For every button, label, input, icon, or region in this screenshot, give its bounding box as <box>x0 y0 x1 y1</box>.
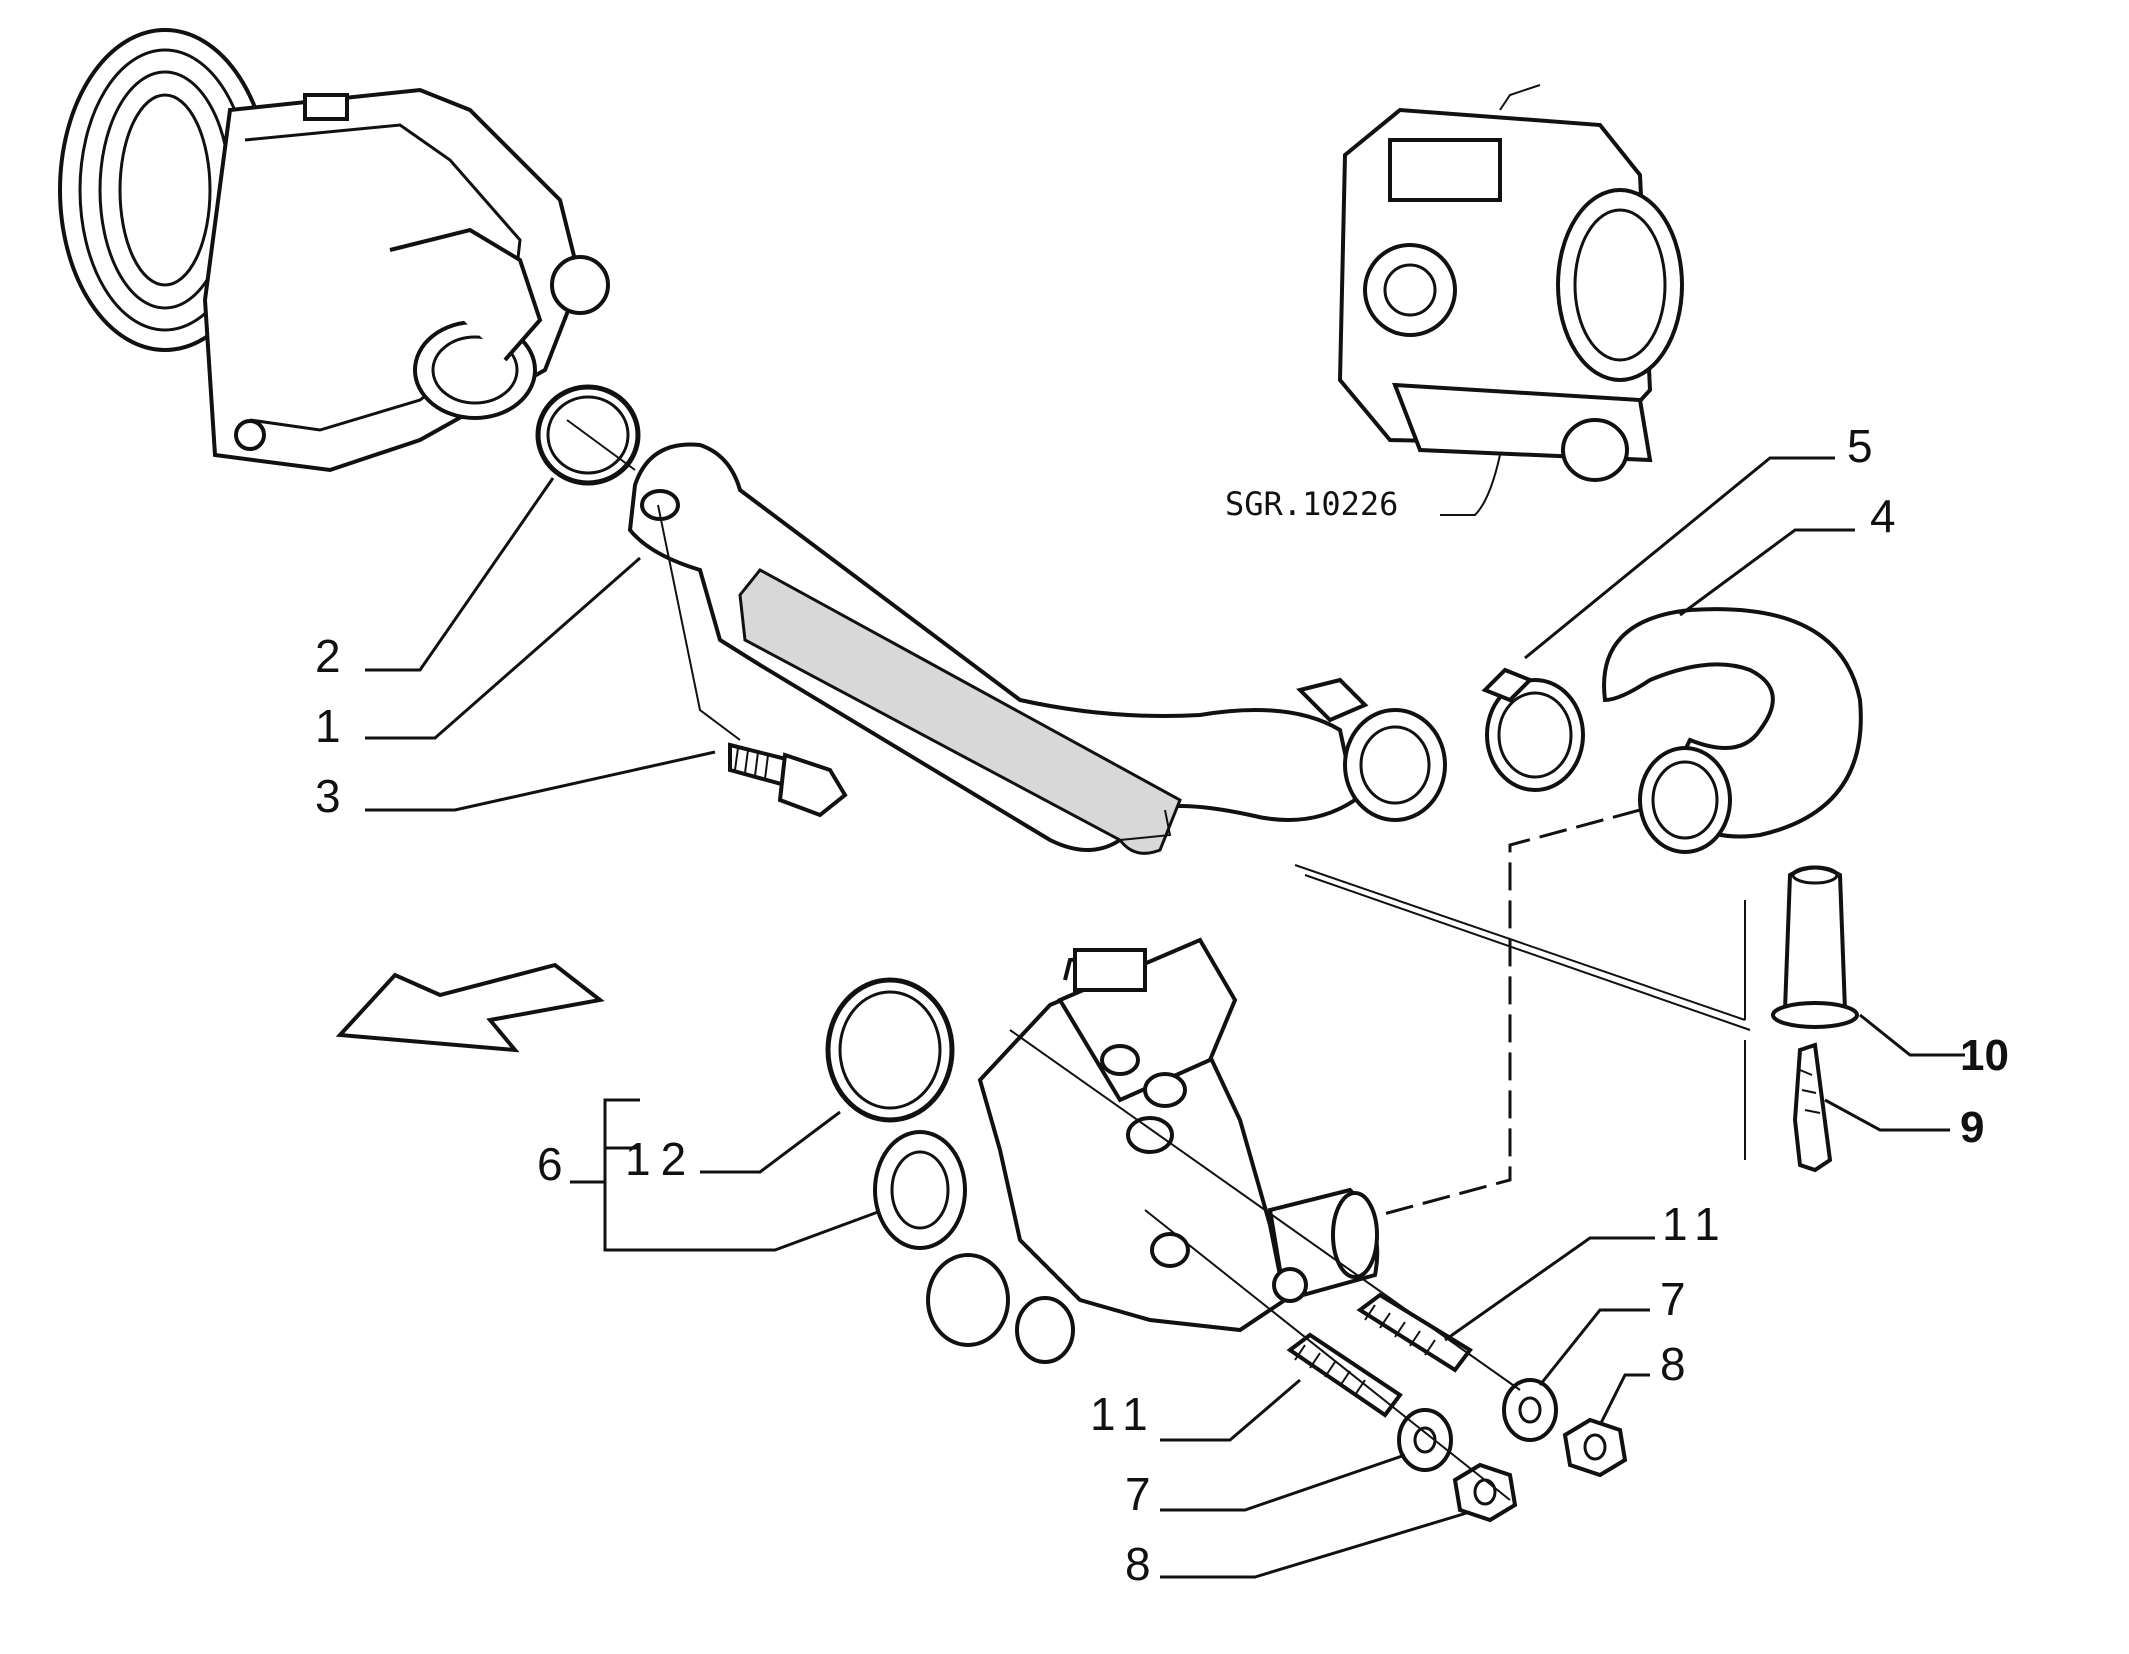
leader-line-1 <box>365 556 641 740</box>
leader-line-4 <box>1679 528 1855 617</box>
washer-part-7-lower <box>1397 1408 1453 1472</box>
leader-line-10 <box>1859 1013 1965 1057</box>
bolt-part-3 <box>728 742 848 818</box>
alignment-line <box>1009 1029 1521 1391</box>
callout-3: 3 <box>315 770 341 822</box>
stud-part-11-upper <box>1356 1292 1473 1373</box>
callout-8-upper: 8 <box>1660 1338 1686 1390</box>
leader-line-7-lower <box>1160 1453 1406 1512</box>
nut-part-8-upper <box>1562 1417 1628 1478</box>
callout-4: 4 <box>1870 490 1896 542</box>
leader-line-7-upper <box>1538 1308 1650 1386</box>
alignment-line <box>1144 1209 1511 1501</box>
bracket-6 <box>603 1146 879 1252</box>
leader-line-9 <box>1824 1098 1950 1132</box>
reference-code-leader <box>1440 454 1501 516</box>
direction-arrow-icon <box>335 962 605 1053</box>
callout-12: 12 <box>625 1133 696 1185</box>
callout-7-lower: 7 <box>1125 1468 1151 1520</box>
stud-part-11-lower <box>1286 1332 1403 1418</box>
washer-part-7-upper <box>1502 1378 1558 1442</box>
callout-11-lower: 11 <box>1090 1388 1158 1440</box>
callout-9: 9 <box>1960 1103 1984 1152</box>
alignment-line <box>566 419 636 471</box>
leader-line-8-upper <box>1598 1373 1650 1426</box>
nut-part-8-lower <box>1452 1462 1518 1523</box>
throttle-body-drawing <box>1337 84 1684 482</box>
leader-line-3 <box>365 750 716 812</box>
callout-7-upper: 7 <box>1660 1273 1686 1325</box>
reference-code: SGR.10226 <box>1225 485 1398 523</box>
callout-1: 1 <box>315 700 341 752</box>
o-ring-part-12 <box>825 977 955 1123</box>
coolant-pipe-part-1 <box>627 442 1447 855</box>
leader-line-11-lower <box>1160 1378 1301 1442</box>
o-ring-part-2 <box>535 384 641 486</box>
hose-clamp-part-5 <box>1481 667 1585 792</box>
callout-6: 6 <box>537 1138 563 1190</box>
alignment-line <box>1379 808 1641 1217</box>
leader-line-12 <box>700 1110 841 1174</box>
callout-5: 5 <box>1847 420 1873 472</box>
bracket-6-top <box>603 1098 640 1148</box>
callout-2: 2 <box>315 630 341 682</box>
leader-line-11-upper <box>1444 1236 1655 1342</box>
callout-8-lower: 8 <box>1125 1538 1151 1590</box>
thermostat-housing-part-6 <box>873 937 1380 1364</box>
water-pump-drawing <box>58 28 610 473</box>
alignment-line <box>657 504 741 741</box>
callout-11-upper: 11 <box>1662 1198 1730 1250</box>
leader-line-5 <box>1524 456 1835 660</box>
rubber-cap-part-10 <box>1771 865 1859 1029</box>
leader-line-8-lower <box>1160 1510 1471 1579</box>
hose-part-4 <box>1602 607 1863 854</box>
alignment-line <box>1304 874 1751 1031</box>
callout-10: 10 <box>1960 1031 2009 1080</box>
clip-part-9 <box>1792 1042 1833 1173</box>
alignment-line <box>1294 864 1746 1021</box>
leader-line-2 <box>365 477 555 672</box>
